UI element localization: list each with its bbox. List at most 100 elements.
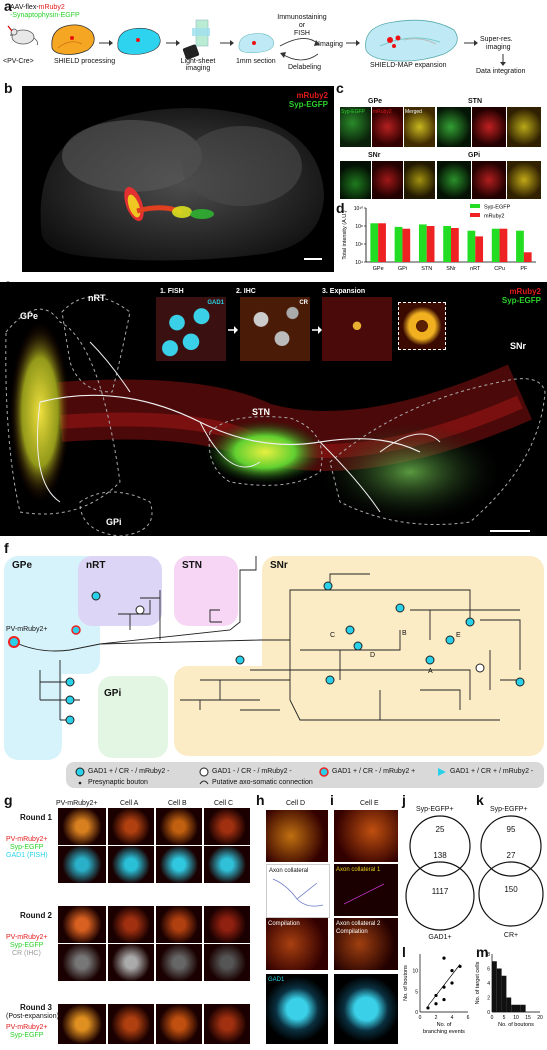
m-x-tick-label: 5 bbox=[503, 1015, 506, 1021]
m-x-tick-label: 20 bbox=[537, 1015, 543, 1021]
arrow-icon bbox=[220, 40, 234, 46]
d-bar-syp bbox=[516, 230, 524, 262]
l-y-tick-label: 10 bbox=[412, 969, 418, 975]
orange-brain-icon bbox=[51, 24, 95, 55]
l-x-tick-label: 0 bbox=[419, 1015, 422, 1021]
d-bar-syp bbox=[418, 224, 427, 262]
m-y-label: No. of target cells bbox=[475, 961, 481, 1004]
c-stn-mruby-image bbox=[472, 107, 506, 147]
m-x-tick-label: 15 bbox=[525, 1015, 531, 1021]
e-expansion-title: 3. Expansion bbox=[322, 288, 366, 295]
g-r2-cr: CR (IHC) bbox=[12, 950, 41, 957]
panel-label-c: c bbox=[336, 80, 344, 96]
i-trace: Axon collateral 1 bbox=[334, 864, 398, 916]
immuno-label-3: FISH bbox=[294, 30, 310, 37]
m-y-tick-label: 0 bbox=[487, 1010, 490, 1016]
d-y-tick-label: 10⁶ bbox=[355, 242, 363, 248]
g-image-tile bbox=[156, 1004, 202, 1044]
superres-label-2: imaging bbox=[486, 44, 511, 51]
expanded-brain-icon bbox=[365, 19, 458, 62]
e-stn-label: STN bbox=[252, 407, 270, 417]
m-y-tick-label: 4 bbox=[487, 981, 490, 987]
f-gpi-label: GPi bbox=[104, 688, 122, 699]
l-point bbox=[434, 1002, 438, 1006]
d-x-tick-label: CPu bbox=[494, 266, 505, 272]
delabeling-label: Delabeling bbox=[288, 64, 322, 71]
m-y-tick-label: 8 bbox=[487, 952, 490, 958]
d-bar-syp bbox=[467, 230, 476, 262]
legend-cr-pos: GAD1 + / CR + / mRuby2 - bbox=[450, 768, 534, 775]
g-r3-syp: Syp-EGFP bbox=[10, 1032, 44, 1039]
g-r3-pv: PV-mRuby2+ bbox=[6, 1024, 48, 1031]
d-x-tick-label: GPe bbox=[373, 266, 384, 272]
i-compilation: Axon collateral 2 Compilation bbox=[334, 918, 398, 970]
fish-inset-image: GAD1 bbox=[156, 297, 226, 361]
g-image-grid bbox=[58, 808, 254, 1048]
g-image-tile bbox=[204, 846, 250, 883]
d-bar-syp bbox=[491, 228, 500, 262]
pv-cre-label: <PV-Cre> bbox=[3, 58, 34, 65]
expansion-inset-image bbox=[322, 297, 392, 361]
aav-mruby: mRuby2 bbox=[38, 4, 65, 11]
legend-gad1-neg: GAD1 - / CR - / mRuby2 - bbox=[212, 768, 292, 775]
panel-label-h: h bbox=[256, 792, 265, 808]
c-gpe-syp-image: Syp-EGFP bbox=[340, 107, 371, 147]
d-bar-syp bbox=[443, 226, 451, 262]
d-legend-label: Syp-EGFP bbox=[484, 205, 511, 211]
section-label: 1mm section bbox=[236, 58, 276, 65]
h-collateral-label: Axon collateral bbox=[269, 868, 309, 874]
f-snr-label: SNr bbox=[270, 560, 288, 571]
d-y-tick-label: 10¹⁰ bbox=[354, 206, 363, 212]
light-sheet-microscope-icon bbox=[182, 19, 210, 60]
g-image-tile bbox=[108, 846, 154, 883]
d-bar-mruby bbox=[402, 228, 411, 262]
l-point bbox=[450, 981, 454, 985]
l-x-tick-label: 4 bbox=[451, 1015, 454, 1021]
legend-bouton: Presynaptic bouton bbox=[88, 779, 148, 786]
panel-label-m: m bbox=[476, 944, 489, 960]
g-image-tile bbox=[156, 944, 202, 981]
d-bar-mruby bbox=[523, 252, 532, 262]
legend-axo-somatic: Putative axo-somatic connection bbox=[212, 779, 313, 786]
g-image-tile bbox=[108, 1004, 154, 1044]
g-round2: Round 2 bbox=[20, 911, 52, 920]
g-round3-sub: (Post-expansion) bbox=[6, 1013, 59, 1020]
expansion-zoom-image bbox=[398, 302, 446, 350]
g-r1-syp: Syp-EGFP bbox=[10, 844, 44, 851]
aav-syp-label: -Synaptophysin-EGFP bbox=[10, 12, 80, 19]
l-y-tick-label: 0 bbox=[415, 1010, 418, 1016]
projection-image: GPe nRT STN GPi SNr mRuby2 Syp-EGFP 1. F… bbox=[0, 282, 547, 536]
arrow-icon bbox=[464, 40, 478, 46]
c-snr-merged-image bbox=[404, 161, 435, 199]
l-point bbox=[442, 956, 446, 960]
d-bar-mruby bbox=[426, 226, 435, 262]
g-r1-gad1: GAD1 (FISH) bbox=[6, 852, 48, 859]
k-other: 150 bbox=[504, 885, 518, 894]
g-image-tile bbox=[156, 808, 202, 845]
m-bar bbox=[496, 968, 502, 1012]
h-compilation-label: Compilation bbox=[268, 921, 300, 927]
f-nrt-label: nRT bbox=[86, 560, 106, 571]
l-y-tick-label: 5 bbox=[415, 989, 418, 995]
i-gad1-image bbox=[334, 974, 398, 1044]
c-gpe-mruby-image: mRuby2 bbox=[372, 107, 403, 147]
j-other: 1117 bbox=[431, 887, 449, 896]
d-y-tick-label: 10⁸ bbox=[355, 224, 363, 230]
c-mruby-label: mRuby2 bbox=[373, 109, 392, 115]
g-image-tile bbox=[58, 906, 106, 943]
axon-tree-diagram bbox=[8, 556, 525, 725]
g-image-tile bbox=[108, 906, 154, 943]
g-image-tile bbox=[108, 944, 154, 981]
g-col-b: Cell B bbox=[168, 800, 187, 807]
d-y-label: Total intensity (A.U.) bbox=[342, 210, 348, 259]
k-venn-diagram bbox=[478, 815, 544, 927]
d-bar-syp bbox=[370, 223, 379, 262]
d-x-tick-label: nRT bbox=[470, 266, 481, 272]
f-cell-d: D bbox=[370, 652, 376, 659]
d-x-tick-label: PF bbox=[520, 266, 528, 272]
m-bar bbox=[520, 1004, 526, 1012]
c-gpi-merged-image bbox=[507, 161, 541, 199]
immuno-label-2: or bbox=[298, 22, 306, 29]
